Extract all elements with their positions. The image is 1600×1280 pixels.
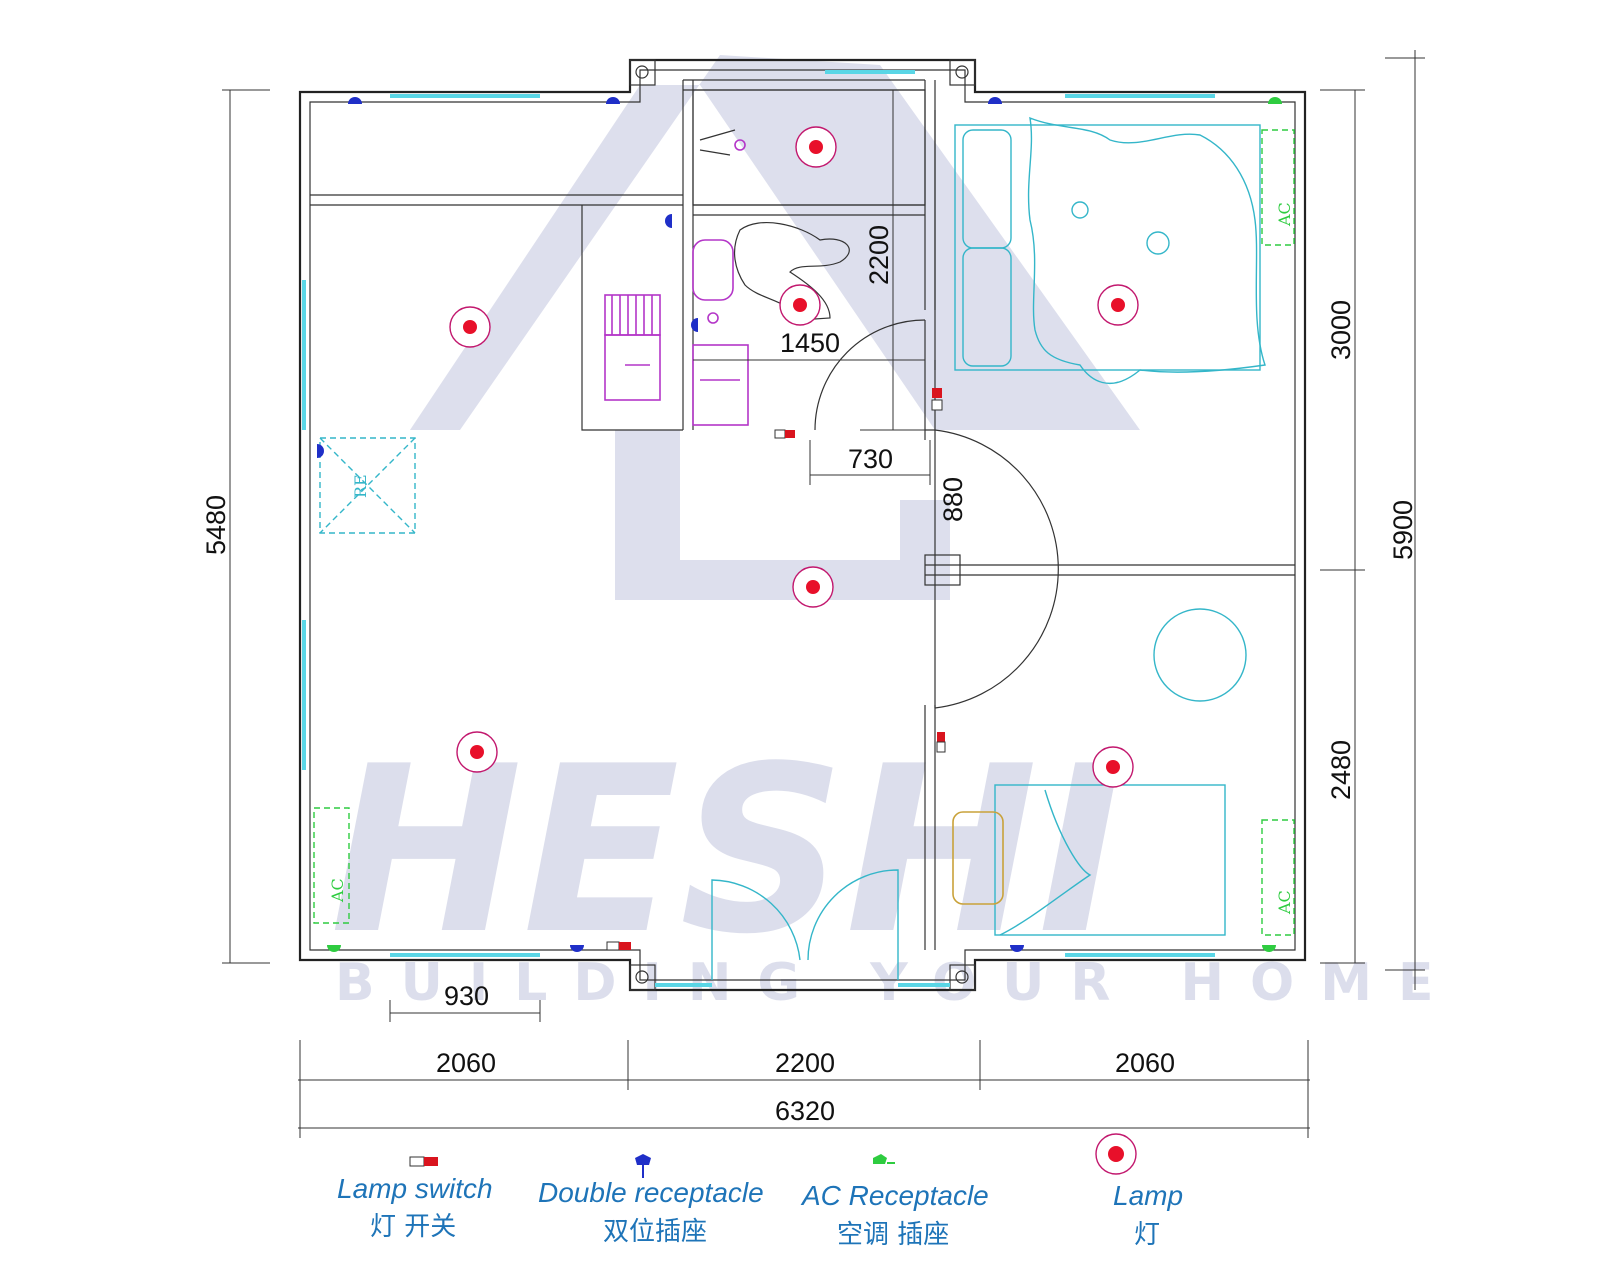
bathroom-sink — [692, 344, 749, 426]
watermark: HESHI BUILDING YOUR HOME — [330, 55, 1460, 1013]
lamp-switch-icon — [409, 1156, 425, 1167]
dim-bedroom-bottom: 2480 — [1326, 740, 1356, 800]
dim-bedroom-top: 3000 — [1326, 300, 1356, 360]
lamps — [449, 126, 1139, 788]
legend-item-double-receptacle: Double receptacle 双位插座 — [538, 1154, 764, 1247]
watermark-logo-inner — [615, 430, 950, 600]
double-receptacle-icon — [570, 945, 584, 952]
dim-right-height: 5900 — [1388, 500, 1418, 560]
fridge — [319, 437, 416, 534]
dim-corridor-door: 880 — [938, 477, 968, 522]
double-receptacle-icon — [348, 97, 362, 104]
legend-cn-double-receptacle: 双位插座 — [603, 1217, 707, 1247]
fridge-label: RE — [351, 474, 370, 498]
round-rug — [1153, 608, 1247, 702]
lamp-switch-icon — [606, 941, 631, 951]
ac-units: AC AC AC — [313, 129, 1295, 936]
entrance-door — [655, 869, 950, 987]
lamp-icon — [795, 126, 837, 168]
lamp-icon — [1092, 746, 1134, 788]
dim-left-section: 2060 — [436, 1048, 496, 1078]
single-bed — [952, 608, 1247, 936]
bathroom-fixtures — [692, 89, 926, 426]
watermark-logo-shape — [410, 55, 1140, 430]
receptacles — [317, 97, 1282, 952]
legend-en-lamp: Lamp — [1113, 1180, 1183, 1211]
lamp-icon — [449, 306, 491, 348]
dim-right-section: 2060 — [1115, 1048, 1175, 1078]
watermark-tagline: BUILDING YOUR HOME — [335, 953, 1460, 1013]
switches — [606, 388, 946, 951]
kitchen-fixtures: RE — [319, 294, 661, 534]
toilet — [692, 239, 734, 301]
double-receptacle-icon — [691, 318, 698, 332]
dim-window: 930 — [444, 981, 489, 1011]
legend-item-lamp-switch: Lamp switch 灯 开关 — [337, 1156, 493, 1242]
svg-text:AC: AC — [1275, 202, 1294, 227]
double-receptacle-icon — [1010, 945, 1024, 952]
windows — [302, 70, 1215, 957]
lamp-icon — [456, 731, 498, 773]
legend-item-ac-receptacle: AC Receptacle 空调 插座 — [800, 1154, 989, 1250]
dim-middle-section: 2200 — [775, 1048, 835, 1078]
lamp-switch-icon — [936, 732, 946, 753]
dim-overall-width: 6320 — [775, 1096, 835, 1126]
lamp-switch-icon — [774, 429, 795, 439]
legend: Lamp switch 灯 开关 Double receptacle 双位插座 … — [337, 1133, 1183, 1250]
legend-item-lamp: Lamp 灯 — [1095, 1133, 1183, 1250]
ac-receptacle-icon — [327, 945, 341, 952]
lamp-switch-icon — [931, 388, 943, 411]
master-bed — [954, 116, 1266, 385]
legend-en-ac-receptacle: AC Receptacle — [800, 1180, 989, 1211]
legend-en-lamp-switch: Lamp switch — [337, 1173, 493, 1204]
legend-cn-ac-receptacle: 空调 插座 — [837, 1220, 949, 1250]
dim-bathroom-width: 1450 — [780, 328, 840, 358]
bathroom-door — [814, 319, 926, 431]
double-receptacle-icon — [317, 444, 324, 458]
kitchen-sink — [604, 334, 661, 401]
double-receptacle-icon — [665, 214, 672, 228]
dim-bathroom-height: 2200 — [864, 225, 894, 285]
ac-receptacle-icon — [873, 1154, 887, 1164]
dim-left-height: 5480 — [201, 495, 231, 555]
dimensions: 5480 3000 2480 5900 2200 1450 730 880 93… — [201, 50, 1425, 1138]
legend-cn-lamp: 灯 — [1134, 1220, 1160, 1250]
legend-en-double-receptacle: Double receptacle — [538, 1177, 764, 1208]
svg-text:AC: AC — [328, 878, 347, 903]
lamp-icon — [779, 284, 821, 326]
double-receptacle-icon — [988, 97, 1002, 104]
svg-text:AC: AC — [1275, 890, 1294, 915]
ac-receptacle-icon — [1268, 97, 1282, 104]
ac-receptacle-icon — [1262, 945, 1276, 952]
bedside-table — [952, 811, 1004, 905]
lamp-icon — [792, 566, 834, 608]
double-receptacle-icon — [635, 1154, 651, 1165]
lamp-icon — [1097, 284, 1139, 326]
legend-cn-lamp-switch: 灯 开关 — [370, 1212, 456, 1242]
watermark-brand: HESHI — [330, 718, 1123, 985]
dim-bath-door: 730 — [848, 444, 893, 474]
double-receptacle-icon — [606, 97, 620, 104]
corridor-door — [934, 429, 1059, 709]
shower-drain-icon — [734, 139, 746, 151]
